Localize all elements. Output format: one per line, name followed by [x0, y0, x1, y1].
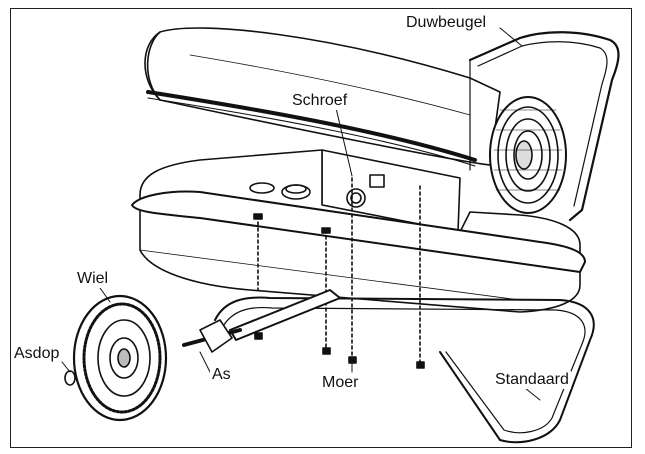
leader-lines — [61, 27, 541, 401]
label-standaard: Standaard — [493, 371, 571, 389]
label-as: As — [210, 366, 233, 384]
label-asdop: Asdop — [12, 345, 62, 363]
push-handle — [468, 31, 620, 222]
nuts — [254, 332, 425, 369]
label-wiel: Wiel — [75, 270, 111, 288]
wheel — [72, 294, 168, 422]
label-moer: Moer — [320, 374, 361, 392]
stand-frame — [214, 289, 595, 444]
label-duwbeugel: Duwbeugel — [404, 14, 489, 32]
fuel-tank — [131, 149, 586, 313]
axle — [182, 319, 242, 353]
label-schroef: Schroef — [290, 92, 350, 110]
hubcap — [64, 370, 76, 386]
fan-grille — [489, 96, 567, 214]
screws — [253, 177, 421, 363]
